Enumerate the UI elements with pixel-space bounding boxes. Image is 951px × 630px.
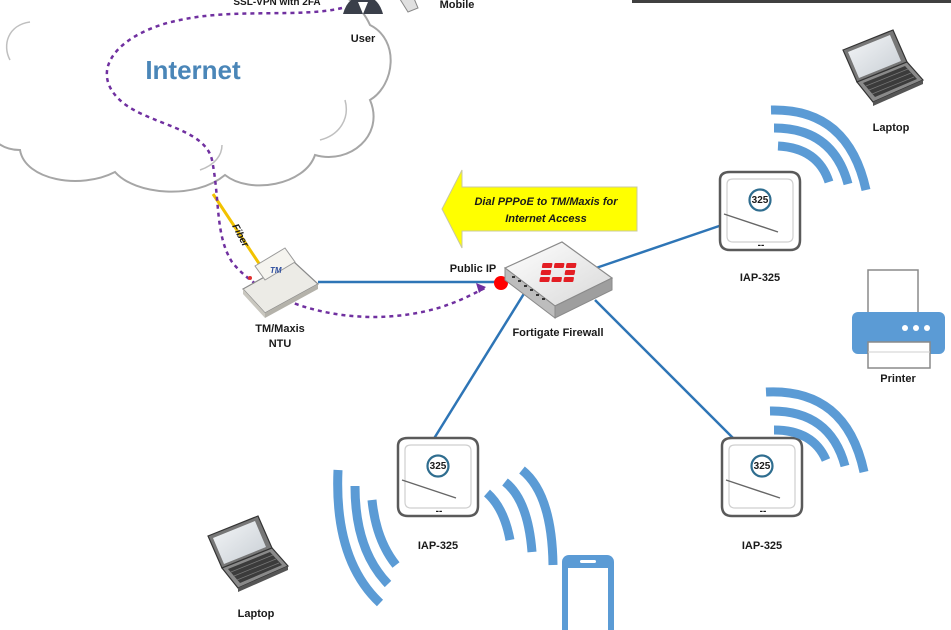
ap1-model: 325 [752, 195, 769, 206]
printer-icon [852, 269, 945, 369]
ap3-label: IAP-325 [742, 540, 782, 552]
ntu-badge: TM [270, 266, 282, 275]
mobile-icon [399, 0, 419, 13]
callout-line2: Internet Access [505, 213, 587, 225]
user-icon [343, 0, 383, 14]
cropped-panel-edge [632, 0, 951, 3]
wifi-waves-icon [333, 466, 558, 607]
callout-arrow [441, 169, 638, 249]
ap2-model: 325 [430, 461, 447, 472]
mobile-label: Mobile [440, 0, 475, 11]
public-ip-label: Public IP [450, 263, 496, 275]
ap1-status: -- [758, 240, 765, 251]
smartphone-icon [562, 555, 614, 630]
vpn-arrowhead [476, 283, 486, 293]
fiber-line [211, 193, 264, 269]
ap2-status: -- [436, 506, 443, 517]
cloud-icon [0, 0, 392, 193]
printer-label: Printer [880, 373, 916, 385]
wifi-waves-icon [770, 105, 871, 191]
access-point-icon [718, 170, 802, 252]
callout-line1: Dial PPPoE to TM/Maxis for [474, 196, 618, 208]
laptop-icon [842, 29, 924, 107]
firewall-label: Fortigate Firewall [512, 327, 603, 339]
network-links [318, 222, 741, 446]
ap2-label: IAP-325 [418, 540, 458, 552]
user-label: User [351, 33, 376, 45]
ntu-label-line2: NTU [269, 338, 292, 350]
laptop-icon [207, 515, 289, 593]
ap3-model: 325 [754, 461, 771, 472]
laptop-bottom-label: Laptop [238, 608, 275, 620]
ntu-modem-icon [242, 247, 320, 318]
internet-label: Internet [145, 55, 241, 85]
vpn-label: SSL-VPN with 2FA [233, 0, 320, 8]
access-point-icon [396, 436, 480, 518]
access-point-icon [720, 436, 804, 518]
ap1-label: IAP-325 [740, 272, 780, 284]
vpn-path [105, 6, 486, 319]
laptop-top-label: Laptop [873, 122, 910, 134]
wifi-waves-icon [765, 387, 869, 473]
ap3-status: -- [760, 506, 767, 517]
ntu-label-line1: TM/Maxis [255, 323, 305, 335]
firewall-icon [503, 241, 614, 320]
